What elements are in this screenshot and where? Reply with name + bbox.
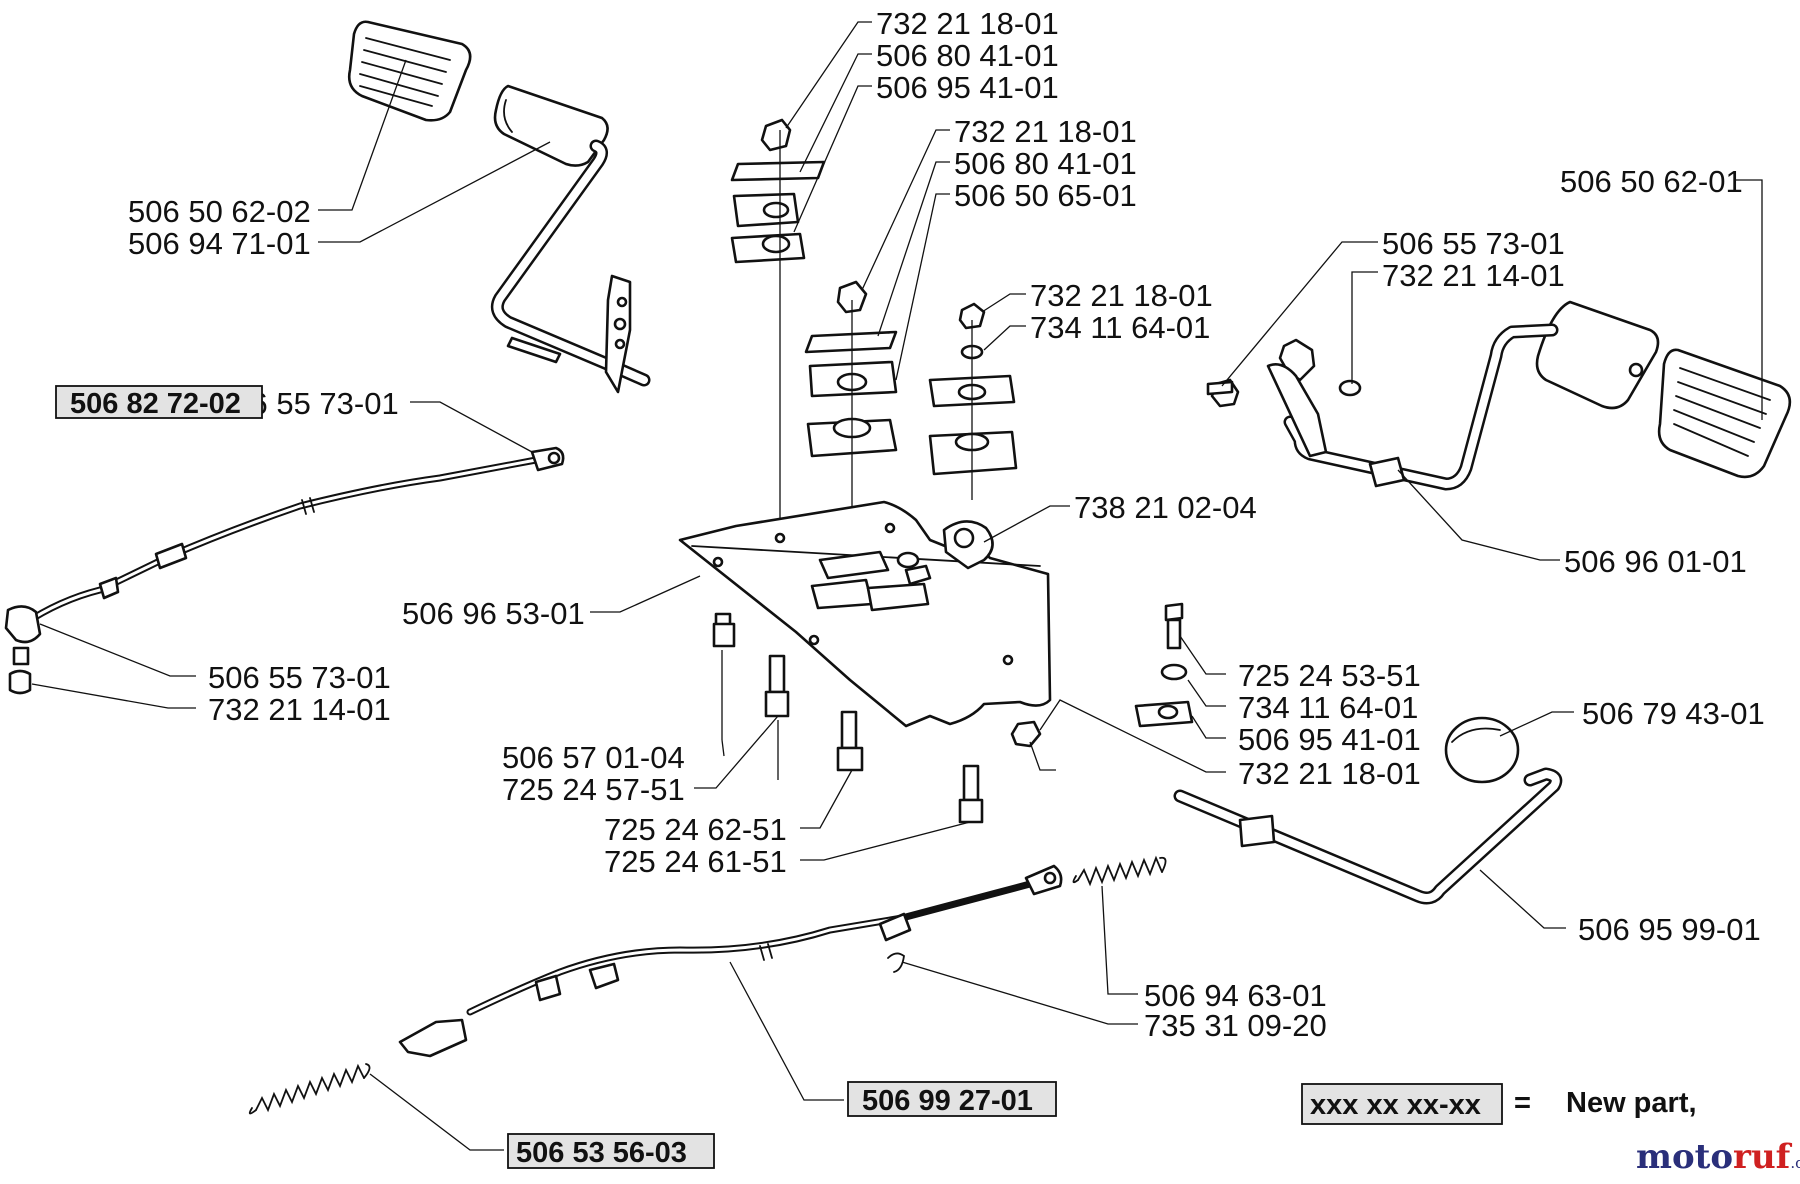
label-732-21-14-01-right: 732 21 14-01	[1382, 258, 1565, 293]
label-506-95-41-01-bottom: 506 95 41-01	[1238, 722, 1421, 757]
label-506-55-73-01-left: 506 55 73-01	[208, 660, 391, 695]
label-506-80-41-01-top: 506 80 41-01	[876, 38, 1059, 73]
cable-506-99-27-01	[398, 864, 1063, 1058]
label-506-96-53-01: 506 96 53-01	[402, 596, 585, 631]
right-bushing-stack	[928, 302, 1018, 500]
label-506-95-41-01-top: 506 95 41-01	[876, 70, 1059, 105]
left-pedal-pad	[347, 20, 472, 122]
right-clamp-group	[1134, 602, 1194, 728]
springs	[248, 855, 1167, 1115]
label-506-53-56-03: 506 53 56-03	[516, 1137, 687, 1169]
middle-bushing-stack	[804, 280, 898, 520]
label-732-21-18-01-top: 732 21 18-01	[876, 6, 1059, 41]
label-506-94-71-01: 506 94 71-01	[128, 226, 311, 261]
label-506-50-62-02: 506 50 62-02	[128, 194, 311, 229]
label-734-11-64-01-top: 734 11 64-01	[1030, 310, 1210, 345]
new-part-box-506-99-27-01	[847, 1081, 1057, 1117]
label-506-55-73-01-right: 506 55 73-01	[1382, 226, 1565, 261]
plate-bolts	[712, 612, 1042, 824]
label-506-50-65-01: 506 50 65-01	[954, 178, 1137, 213]
watermark: motoruf.de	[1636, 1137, 1800, 1177]
right-pedal-arm	[1206, 300, 1792, 491]
legend-new-part-text: New part,	[1566, 1087, 1697, 1119]
label-735-31-09-20: 735 31 09-20	[1144, 1008, 1327, 1043]
legend-equals: =	[1514, 1087, 1531, 1119]
label-506-50-62-01: 506 50 62-01	[1560, 164, 1743, 199]
label-738-21-02-04: 738 21 02-04	[1074, 490, 1257, 525]
legend-sample-text: xxx xx xx-xx	[1310, 1089, 1481, 1121]
main-bracket-plate	[678, 500, 1052, 728]
label-506-95-99-01: 506 95 99-01	[1578, 912, 1761, 947]
legend: xxx xx xx-xx = New part,	[1301, 1083, 1697, 1125]
label-734-11-64-01-bottom: 734 11 64-01	[1238, 690, 1418, 725]
new-part-labels: 506 82 72-02 506 99 27-01 506 53 56-03	[55, 385, 1057, 1169]
shift-lever	[1173, 716, 1563, 905]
upper-bushing-stack	[730, 118, 826, 520]
label-725-24-61-51: 725 24 61-51	[604, 844, 787, 879]
watermark-logo: motoruf.de	[1636, 1137, 1800, 1177]
label-732-21-18-01-right: 732 21 18-01	[1030, 278, 1213, 313]
part-labels: 732 21 18-01 506 80 41-01 506 95 41-01 7…	[128, 6, 1765, 1043]
new-part-box-506-82-72-02	[55, 385, 263, 419]
label-506-96-01-01: 506 96 01-01	[1564, 544, 1747, 579]
new-part-box-506-53-56-03	[507, 1133, 715, 1169]
left-pedal-arm	[490, 84, 651, 394]
legend-sample-box	[1301, 1083, 1503, 1125]
label-725-24-57-51: 725 24 57-51	[502, 772, 685, 807]
label-732-21-18-01-bottom: 732 21 18-01	[1238, 756, 1421, 791]
label-732-21-18-01-mid: 732 21 18-01	[954, 114, 1137, 149]
leader-lines	[31, 21, 1763, 1151]
label-725-24-53-51: 725 24 53-51	[1238, 658, 1421, 693]
label-506-80-41-01-mid: 506 80 41-01	[954, 146, 1137, 181]
label-506-79-43-01: 506 79 43-01	[1582, 696, 1765, 731]
label-506-82-72-02: 506 82 72-02	[70, 388, 241, 420]
label-732-21-14-01-left: 732 21 14-01	[208, 692, 391, 727]
label-725-24-62-51: 725 24 62-51	[604, 812, 787, 847]
label-506-57-01-04: 506 57 01-04	[502, 740, 685, 775]
label-506-99-27-01: 506 99 27-01	[862, 1085, 1033, 1117]
label-506-94-63-01: 506 94 63-01	[1144, 978, 1327, 1013]
cable-506-82-72-02	[4, 446, 565, 695]
part-drawings	[4, 20, 1792, 1115]
